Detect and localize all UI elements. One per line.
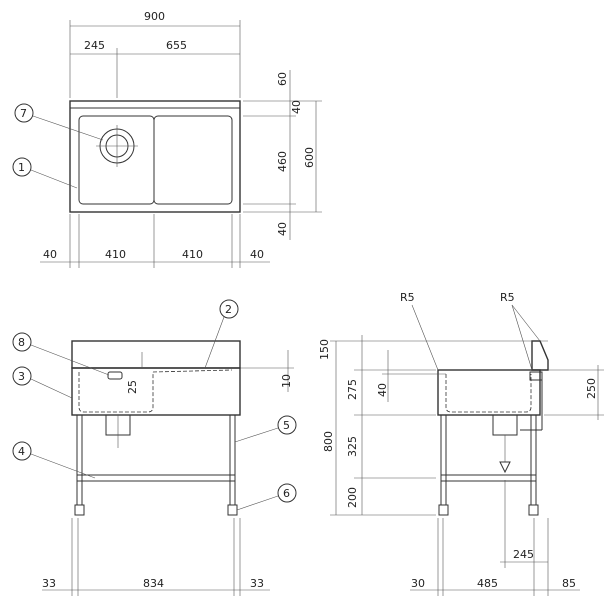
dim-40-right: 40	[250, 248, 264, 261]
dim-655: 655	[166, 39, 187, 52]
dim-33-left: 33	[42, 577, 56, 590]
leader-7	[32, 115, 104, 141]
dim-460: 460	[276, 151, 289, 172]
front-backsplash	[71, 340, 241, 369]
side-foot-left	[438, 504, 449, 516]
callout-5-circle	[277, 415, 297, 435]
callout-4: 4	[18, 445, 25, 458]
radius-left: R5	[400, 291, 415, 304]
side-foot-right	[528, 504, 539, 516]
leader-1	[30, 169, 78, 189]
callout-7-circle	[14, 103, 34, 123]
top-view: 900 245 655 60 40 460 40 600 40 410 410 …	[12, 10, 322, 268]
callout-3: 3	[18, 370, 25, 383]
overflow-8	[107, 371, 123, 380]
leader-3	[30, 378, 73, 399]
dim-900: 900	[144, 10, 165, 23]
dim-325: 325	[346, 436, 359, 457]
side-undershelf	[440, 474, 537, 482]
dim-40-bottom: 40	[276, 222, 289, 236]
front-undershelf	[76, 474, 236, 482]
callout-1: 1	[18, 161, 25, 174]
callout-6: 6	[283, 487, 290, 500]
callout-6-circle	[277, 483, 297, 503]
side-body	[437, 369, 541, 416]
callout-5: 5	[283, 419, 290, 432]
leader-5	[234, 427, 279, 443]
top-outline	[69, 100, 241, 213]
dim-245: 245	[84, 39, 105, 52]
callout-2-circle	[219, 299, 239, 319]
side-bowl-hidden	[445, 374, 532, 413]
dim-30: 30	[411, 577, 425, 590]
side-backsplash	[531, 340, 549, 371]
callout-1-circle	[12, 157, 32, 177]
front-view: 25 10 33 834 33 2 8 3 5 4 6	[12, 299, 297, 596]
dim-410-b: 410	[182, 248, 203, 261]
callout-3-circle	[12, 366, 32, 386]
callout-7: 7	[20, 107, 27, 120]
callout-8: 8	[18, 336, 25, 349]
dim-200: 200	[346, 487, 359, 508]
leader-6	[236, 495, 279, 511]
leader-r5-left	[411, 304, 439, 371]
radius-right: R5	[500, 291, 515, 304]
dim-85: 85	[562, 577, 576, 590]
dim-275: 275	[346, 379, 359, 400]
dim-40-top: 40	[290, 100, 303, 114]
dim-33-right: 33	[250, 577, 264, 590]
dim-485: 485	[477, 577, 498, 590]
leader-r5-right-a	[511, 304, 541, 342]
callout-8-circle	[12, 332, 32, 352]
dim-25: 25	[126, 380, 139, 394]
leader-8	[30, 344, 110, 376]
front-foot-right	[227, 504, 238, 516]
dim-245-side: 245	[513, 548, 534, 561]
callout-4-circle	[12, 441, 32, 461]
dim-60: 60	[276, 72, 289, 86]
dim-410-a: 410	[105, 248, 126, 261]
front-foot-left	[74, 504, 85, 516]
dim-40-side: 40	[376, 383, 389, 397]
leader-4	[30, 453, 96, 479]
dim-150: 150	[318, 339, 331, 360]
dim-10: 10	[280, 374, 293, 388]
callout-2: 2	[225, 303, 232, 316]
front-bowl-hidden	[78, 372, 154, 413]
dim-600: 600	[303, 147, 316, 168]
leader-r5-right-b	[511, 304, 533, 371]
front-body	[71, 367, 241, 416]
dim-40-left: 40	[43, 248, 57, 261]
side-drain-trap	[492, 414, 518, 436]
side-view: R5 R5 150 275 800 325 200 40 250 245	[318, 291, 604, 596]
leader-2	[204, 316, 225, 369]
dim-250: 250	[585, 378, 598, 399]
front-drainboard-slope	[152, 369, 233, 373]
dim-800: 800	[322, 431, 335, 452]
drainboard-outline	[153, 115, 233, 205]
dim-834: 834	[143, 577, 164, 590]
drain-arrow-icon	[499, 461, 511, 474]
